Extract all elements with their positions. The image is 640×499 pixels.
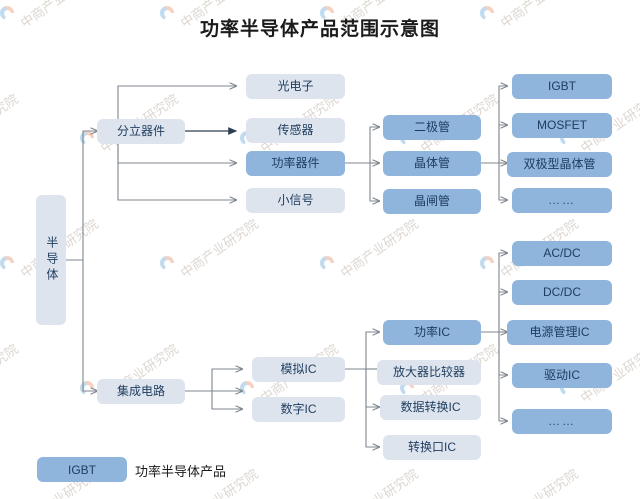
node-driver-ic[interactable]: 驱动IC bbox=[512, 363, 612, 388]
node-small-signal[interactable]: 小信号 bbox=[246, 188, 345, 213]
node-discrete-devices[interactable]: 分立器件 bbox=[97, 119, 185, 144]
node-semiconductor[interactable]: 半导体 bbox=[36, 195, 66, 325]
node-optoelectronics[interactable]: 光电子 bbox=[246, 74, 345, 99]
page-title: 功率半导体产品范围示意图 bbox=[199, 19, 440, 40]
node-igbt[interactable]: IGBT bbox=[512, 74, 612, 99]
node-diode[interactable]: 二极管 bbox=[383, 115, 481, 140]
node-ac-dc[interactable]: AC/DC bbox=[512, 241, 612, 266]
node-power-management-ic[interactable]: 电源管理IC bbox=[507, 320, 612, 345]
node-amplifier-comparator[interactable]: 放大器比较器 bbox=[377, 360, 481, 385]
node-digital-ic[interactable]: 数字IC bbox=[252, 397, 345, 422]
node-analog-ic[interactable]: 模拟IC bbox=[252, 357, 345, 382]
node-integrated-circuits[interactable]: 集成电路 bbox=[97, 379, 185, 404]
node-bipolar-transistor[interactable]: 双极型晶体管 bbox=[507, 152, 612, 177]
node-more-transistors[interactable]: …… bbox=[512, 188, 612, 213]
node-more-power-ic[interactable]: …… bbox=[512, 409, 612, 434]
node-power-ic[interactable]: 功率IC bbox=[383, 320, 481, 345]
node-transistor[interactable]: 晶体管 bbox=[383, 151, 481, 176]
node-sensors[interactable]: 传感器 bbox=[246, 118, 345, 143]
node-data-converter-ic[interactable]: 数据转换IC bbox=[380, 395, 481, 420]
node-thyristor[interactable]: 晶闸管 bbox=[383, 189, 481, 214]
legend-swatch: IGBT bbox=[37, 457, 127, 482]
node-power-devices[interactable]: 功率器件 bbox=[246, 151, 345, 176]
node-mosfet[interactable]: MOSFET bbox=[512, 113, 612, 138]
node-interface-ic[interactable]: 转换口IC bbox=[383, 435, 481, 460]
legend-description: 功率半导体产品 bbox=[135, 464, 227, 479]
node-dc-dc[interactable]: DC/DC bbox=[512, 280, 612, 305]
